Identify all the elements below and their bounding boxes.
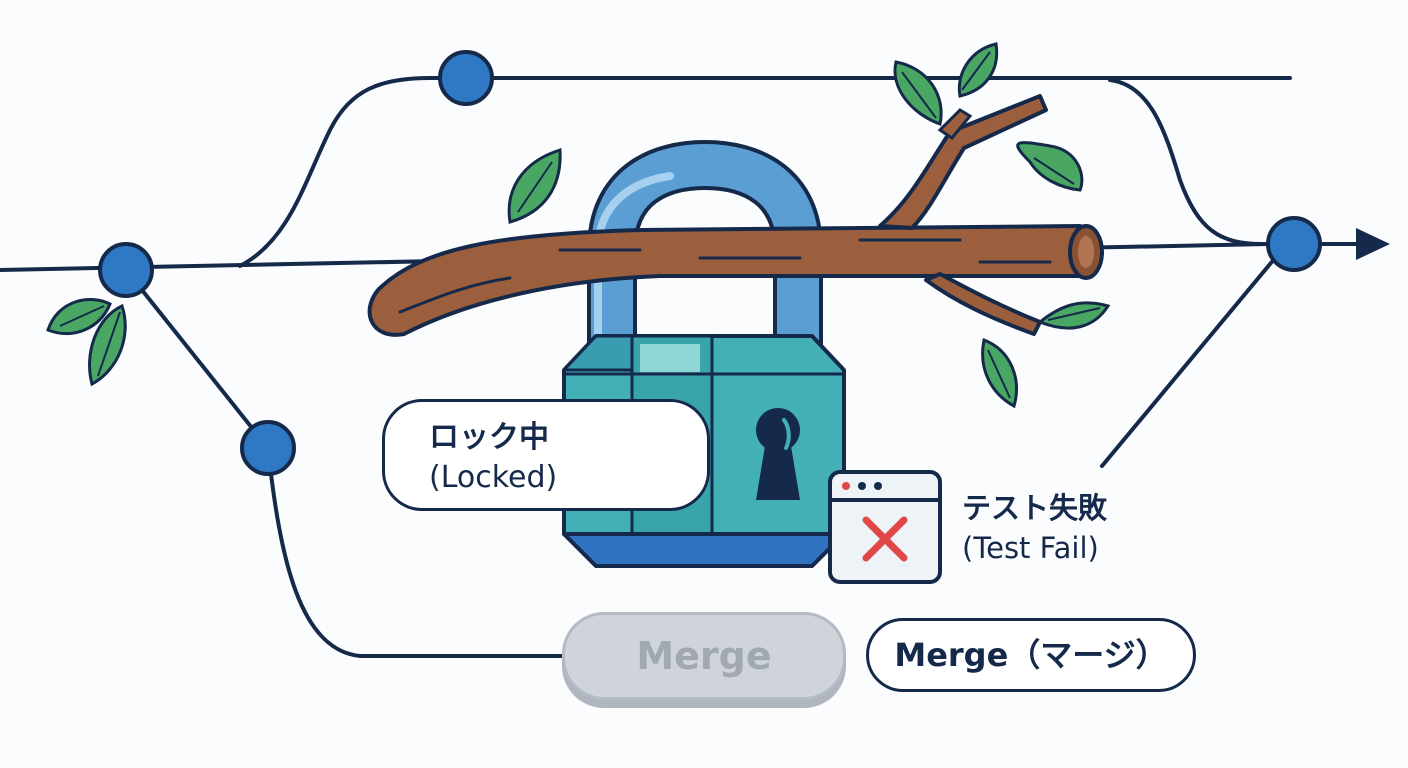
arrowhead-icon: [1356, 228, 1390, 260]
commit-node-top: [438, 50, 494, 106]
test-fail-en-text: (Test Fail): [962, 531, 1099, 565]
leaf-icon: [46, 298, 127, 387]
leaf-icon: [507, 147, 562, 224]
keyhole-icon: [756, 408, 800, 500]
test-fail-label: テスト失敗 (Test Fail): [962, 488, 1107, 568]
merge-button[interactable]: Merge: [562, 612, 846, 700]
commit-nodes: [98, 50, 1322, 476]
lower-branch-line: [124, 268, 270, 450]
commit-node-main-start: [98, 242, 154, 298]
test-fail-jp-text: テスト失敗: [962, 491, 1108, 525]
test-window-icon: [828, 470, 942, 584]
leaf-icon: [893, 42, 1111, 409]
close-x-icon: [862, 516, 908, 562]
commit-node-merge: [1266, 216, 1322, 272]
locked-en-text: (Locked): [429, 460, 558, 495]
commit-node-lower: [240, 420, 296, 476]
branch-icon: [367, 94, 1104, 337]
locked-jp-text: ロック中: [429, 420, 549, 455]
rejoin-diagonal-line: [1100, 250, 1282, 468]
bottom-branch-line: [266, 446, 568, 658]
locked-status-label: ロック中 (Locked): [382, 399, 710, 511]
top-merge-line: [1108, 78, 1264, 246]
merge-jp-label: Merge（マージ）: [866, 618, 1196, 692]
top-branch-line: [238, 76, 1292, 268]
